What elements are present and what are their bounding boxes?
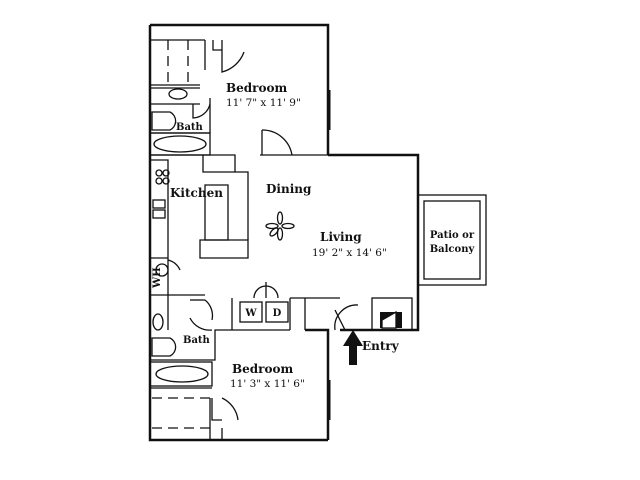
entry-arrow-icon bbox=[343, 330, 363, 365]
ceiling-fan-icon bbox=[265, 211, 295, 241]
dining-label: Dining bbox=[266, 182, 312, 196]
living-label: Living bbox=[320, 230, 362, 244]
fixtures bbox=[149, 84, 413, 420]
washer-label: W bbox=[244, 308, 257, 319]
washer-dryer: W D bbox=[239, 301, 289, 323]
bedroom-bottom-label: Bedroom bbox=[232, 362, 293, 376]
patio-label-line1: Patio or bbox=[430, 230, 475, 241]
entry-label: Entry bbox=[362, 339, 400, 353]
top-closet bbox=[150, 39, 206, 88]
wh-label: WH bbox=[152, 267, 163, 289]
patio: Patio or Balcony bbox=[417, 194, 487, 286]
living-dims: 19' 2" x 14' 6" bbox=[312, 247, 387, 259]
door-swings bbox=[167, 40, 359, 440]
dryer-label: D bbox=[273, 308, 282, 319]
interior-walls bbox=[150, 87, 340, 389]
bedroom-top-label: Bedroom bbox=[226, 81, 287, 95]
bath-top-label: Bath bbox=[176, 122, 204, 133]
room-labels: Bedroom 11' 7" x 11' 9" Bath Kitchen Din… bbox=[152, 81, 400, 390]
bath-bottom-label: Bath bbox=[183, 335, 211, 346]
bottom-closet bbox=[152, 397, 211, 440]
bedroom-bottom-dims: 11' 3" x 11' 6" bbox=[230, 378, 305, 390]
kitchen-label: Kitchen bbox=[170, 186, 223, 200]
bedroom-top-dims: 11' 7" x 11' 9" bbox=[226, 97, 301, 109]
patio-label-line2: Balcony bbox=[430, 244, 476, 255]
